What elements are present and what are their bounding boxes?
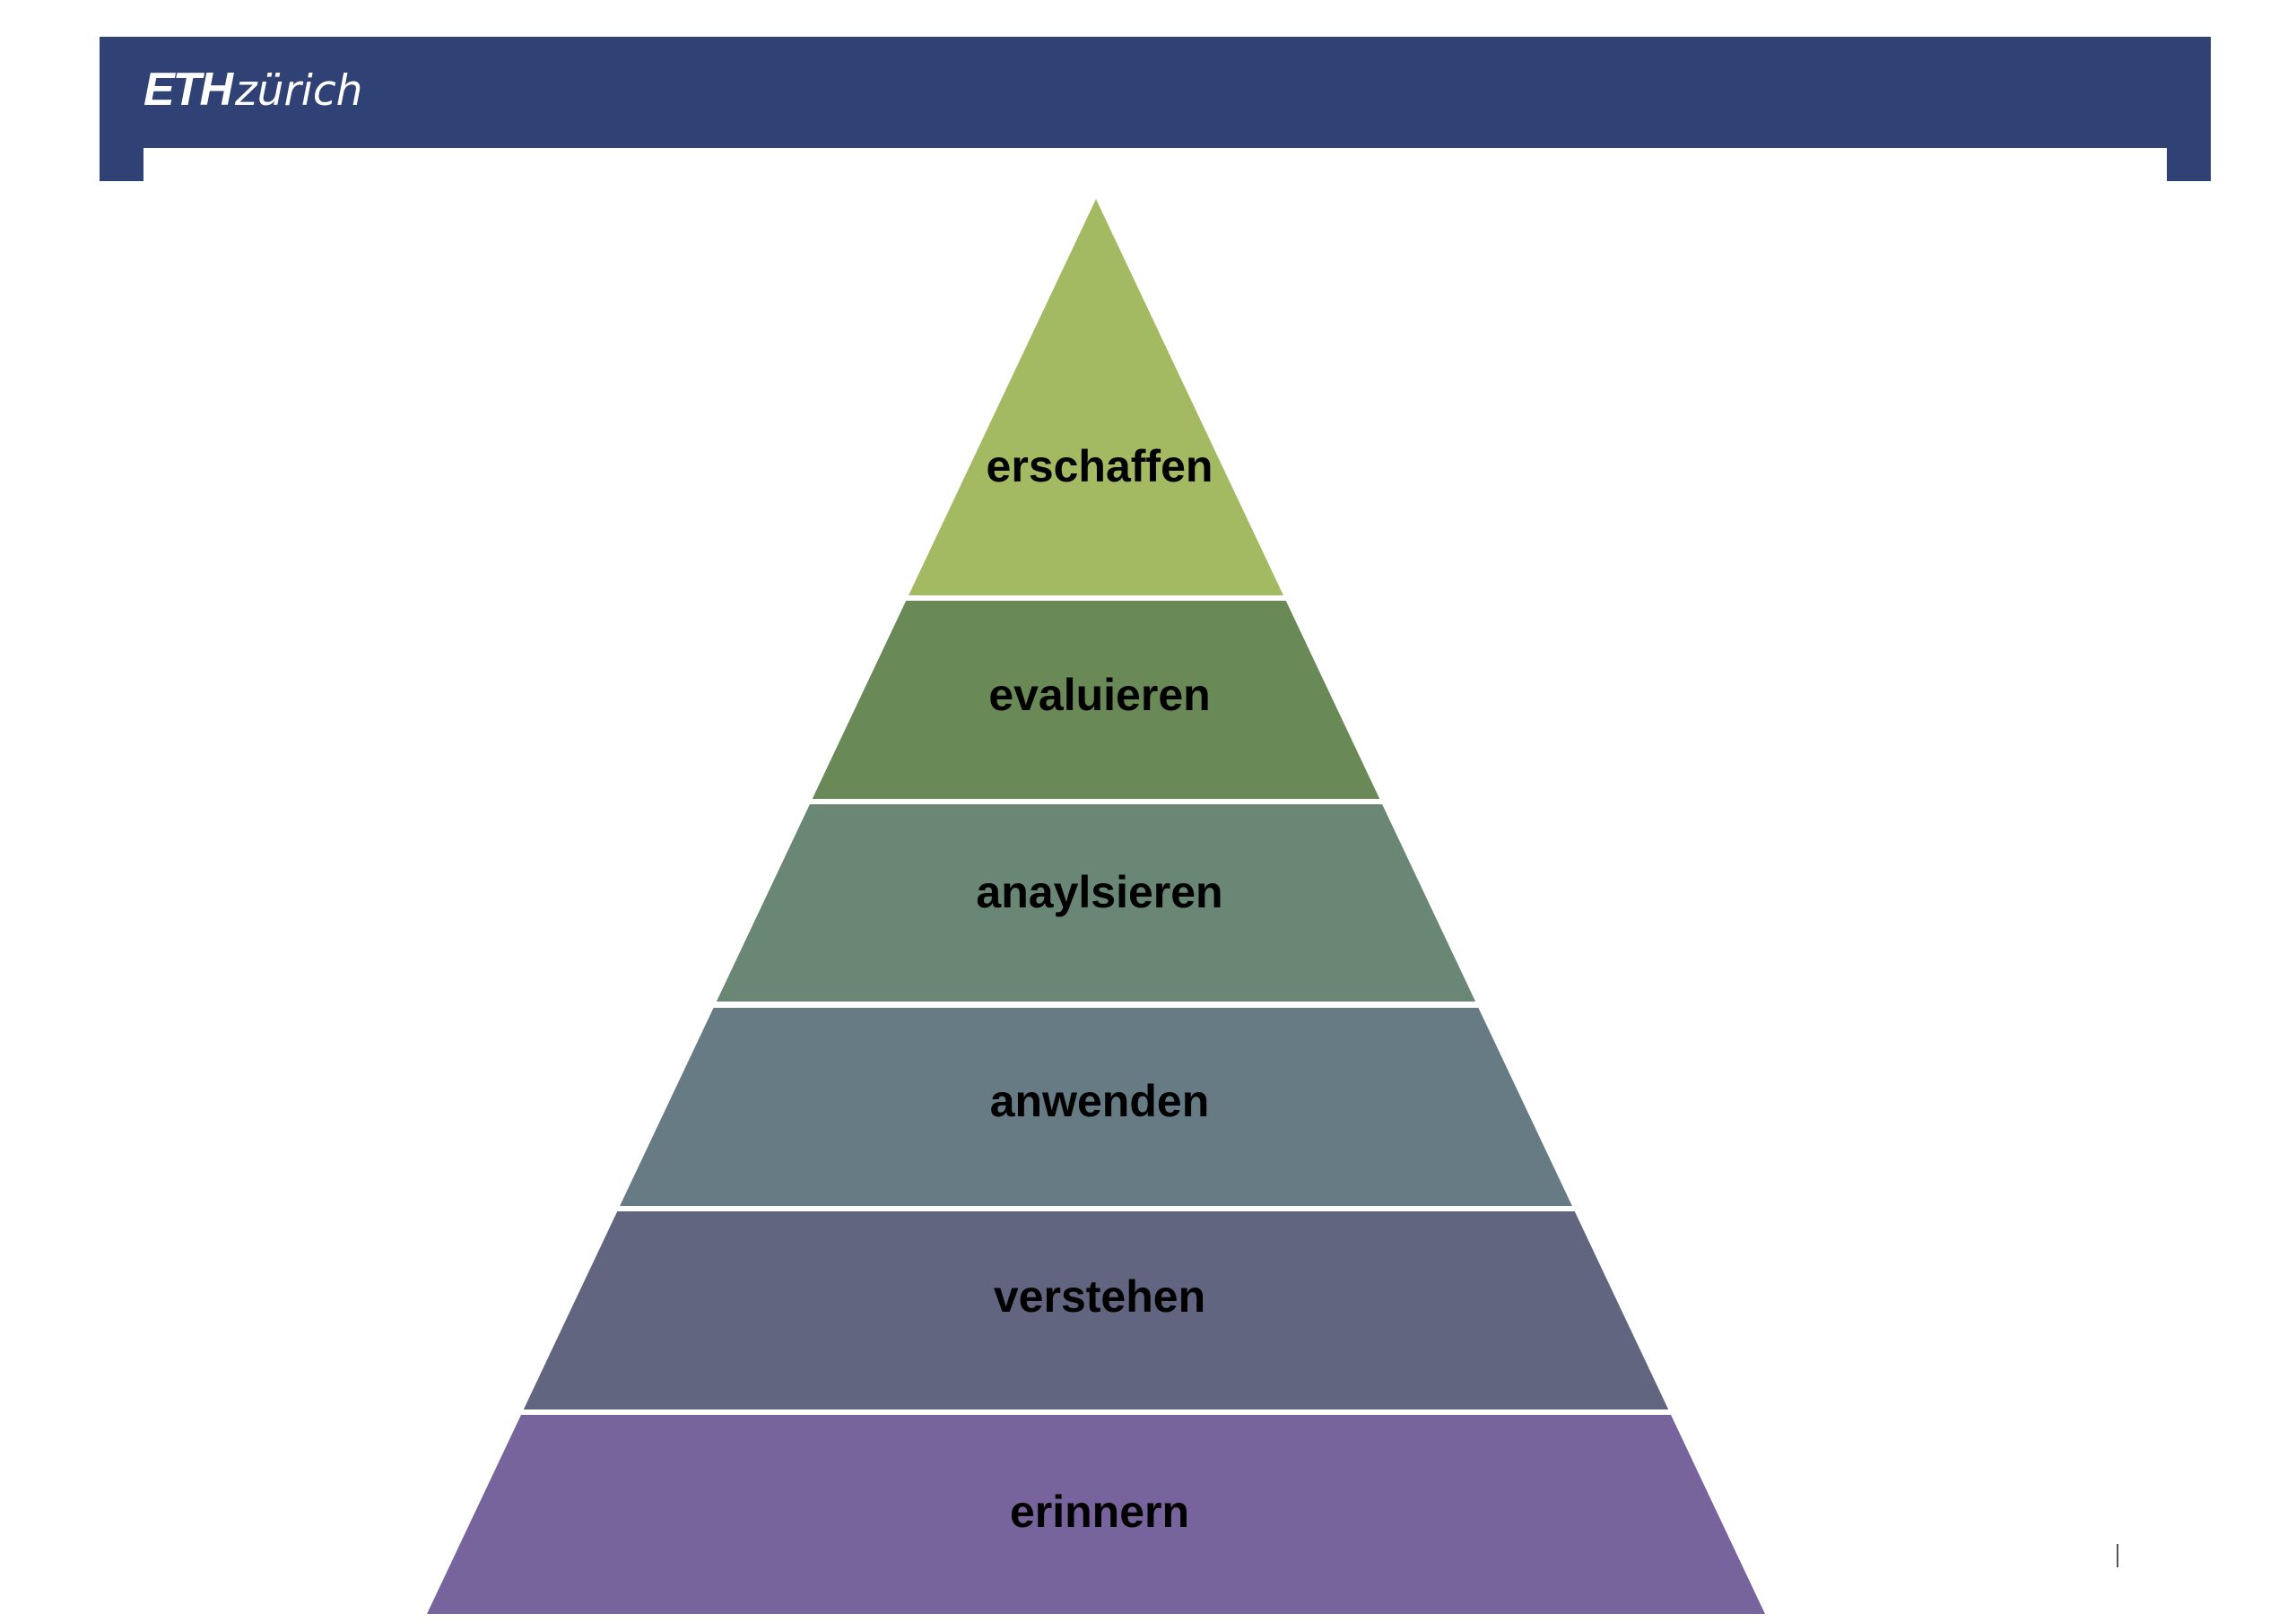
logo-text-eth: ETH — [144, 64, 233, 116]
header-bracket-right — [2167, 148, 2211, 181]
header-band — [100, 37, 2211, 148]
eth-zurich-logo: ETHzürich — [144, 63, 362, 117]
pyramid-label-verstehen: verstehen — [994, 1271, 1205, 1322]
pyramid-level-evaluieren — [812, 601, 1380, 799]
pyramid-level-verstehen — [523, 1211, 1669, 1409]
header-bracket-left — [100, 148, 144, 181]
pyramid-label-erschaffen: erschaffen — [987, 441, 1213, 491]
logo-text-zurich: zürich — [235, 66, 363, 116]
pyramid-level-erinnern — [427, 1415, 1765, 1614]
pyramid-label-evaluieren: evaluieren — [988, 670, 1210, 720]
page-number-marker — [2117, 1544, 2118, 1567]
header-bar — [100, 37, 2211, 181]
pyramid-level-anwenden — [620, 1008, 1572, 1206]
pyramid-label-anwenden: anwenden — [990, 1076, 1209, 1126]
pyramid-label-anaylsieren: anaylsieren — [976, 867, 1222, 917]
pyramid-level-anaylsieren — [716, 804, 1476, 1002]
pyramid-label-erinnern: erinnern — [1010, 1487, 1189, 1537]
pyramid-level-erschaffen — [909, 199, 1283, 595]
